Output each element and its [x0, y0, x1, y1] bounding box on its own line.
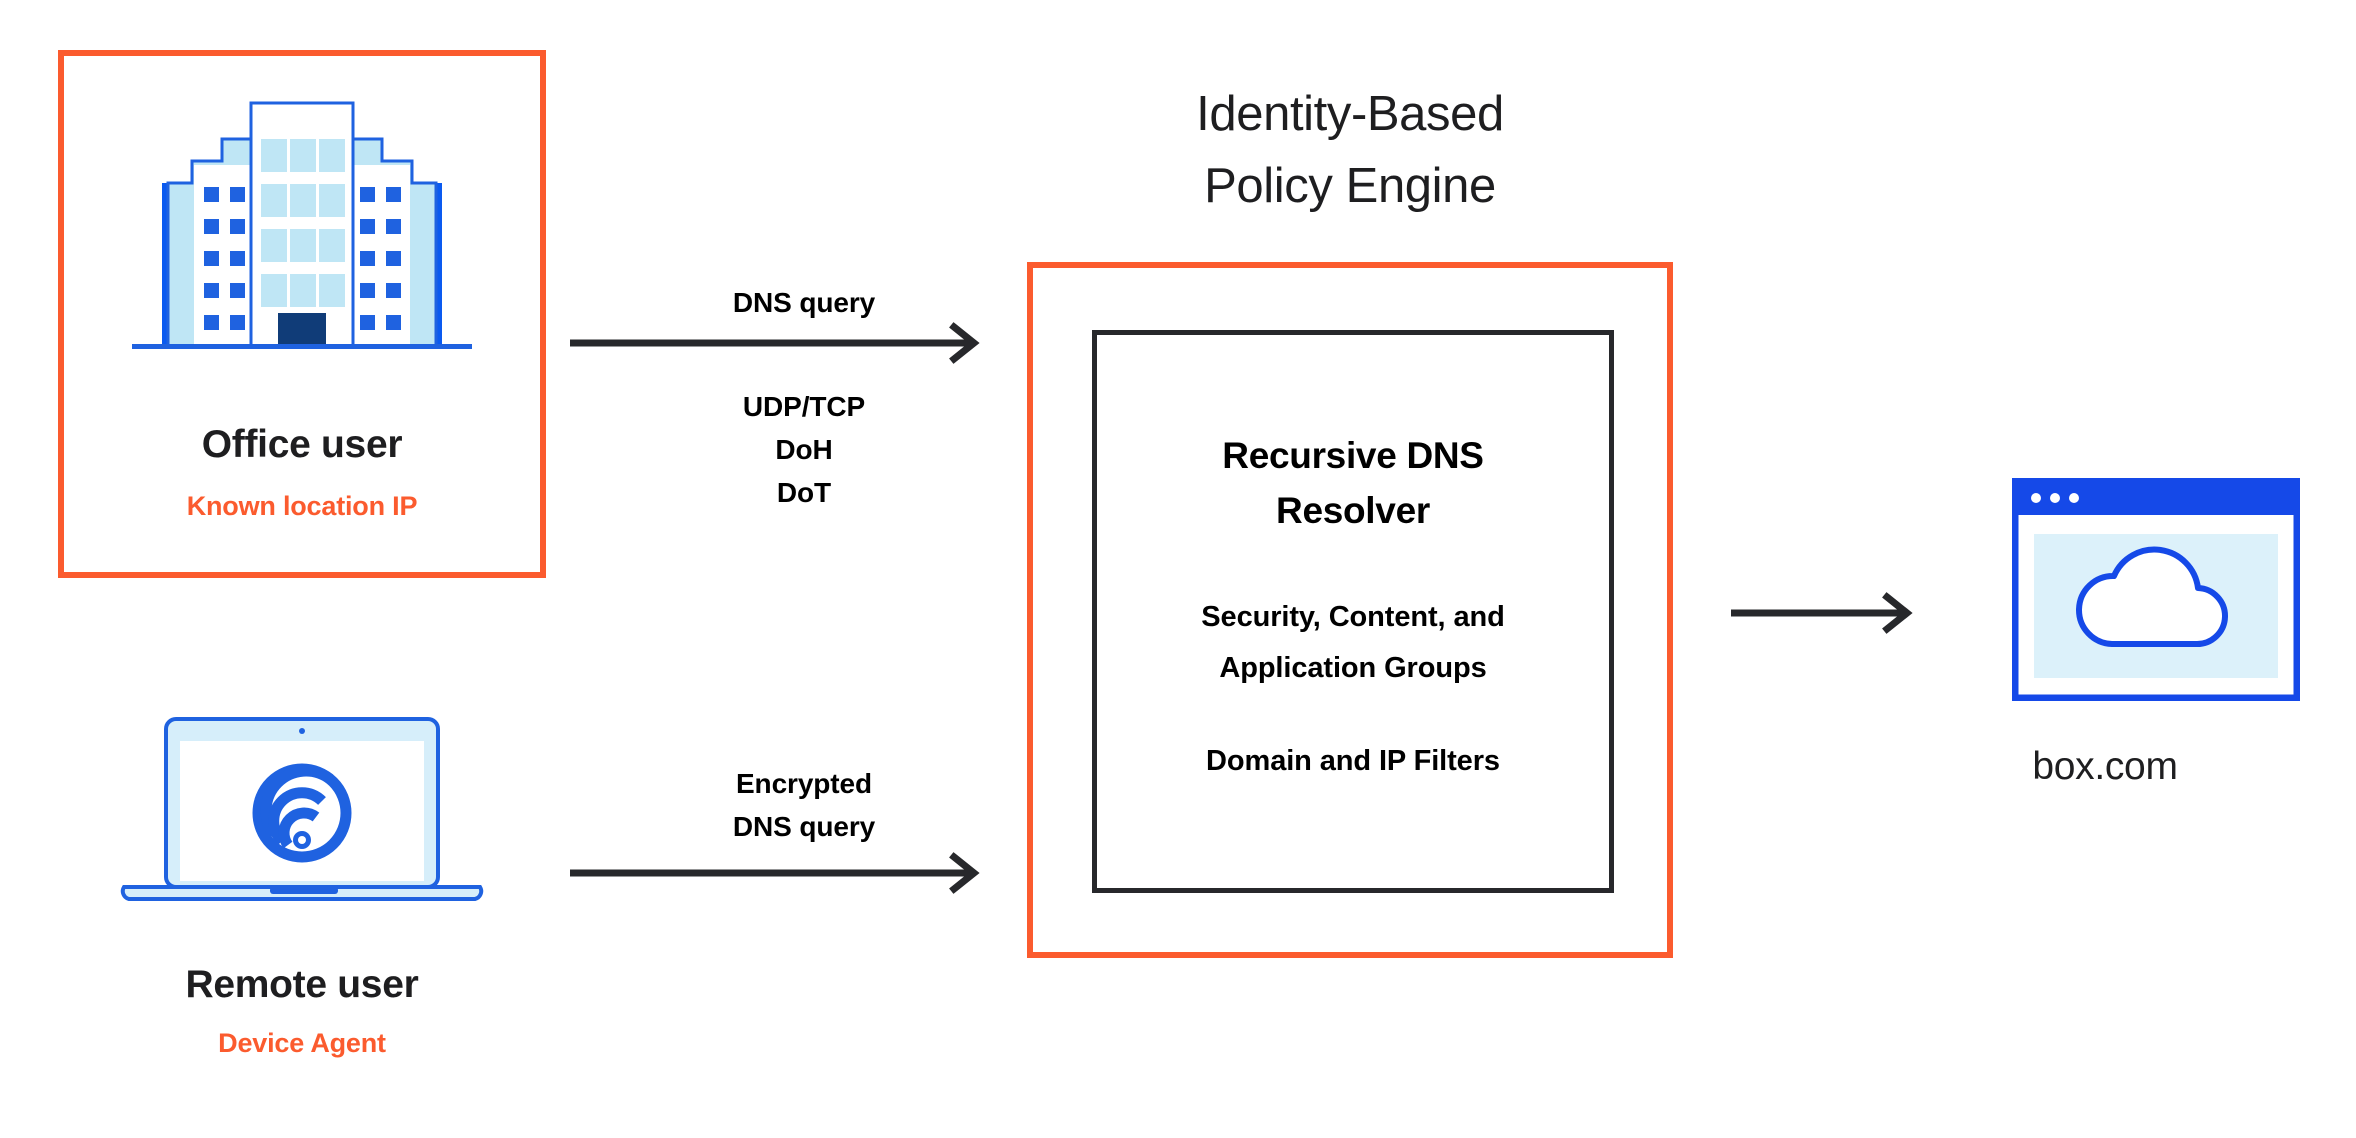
arrow-right-icon-bottom	[570, 852, 980, 894]
office-building-icon	[132, 101, 472, 349]
arrow-right-icon-destination	[1731, 592, 1913, 634]
resolver-groups-label: Security, Content, and Application Group…	[1201, 601, 1505, 684]
dns-protocols-label: UDP/TCP DoH DoT	[742, 391, 866, 508]
office-user-title: Office user	[201, 423, 403, 466]
browser-cloud-icon	[2012, 478, 2300, 701]
recursive-dns-resolver-box	[1092, 330, 1614, 893]
policy-engine-title: Identity-Based Policy Engine	[1196, 87, 1504, 213]
resolver-heading: Recursive DNS Resolver	[1222, 435, 1484, 531]
dns-query-label: DNS query	[732, 287, 876, 318]
arrow-right-icon-top	[570, 322, 980, 364]
office-user-subtitle: Known location IP	[186, 491, 418, 521]
encrypted-dns-query-label: Encrypted DNS query	[732, 768, 876, 842]
remote-user-title: Remote user	[185, 963, 419, 1006]
remote-user-subtitle: Device Agent	[218, 1028, 386, 1058]
resolver-filters-label: Domain and IP Filters	[1206, 745, 1500, 777]
laptop-wifi-icon	[120, 717, 484, 901]
destination-title: box.com	[2032, 745, 2178, 788]
